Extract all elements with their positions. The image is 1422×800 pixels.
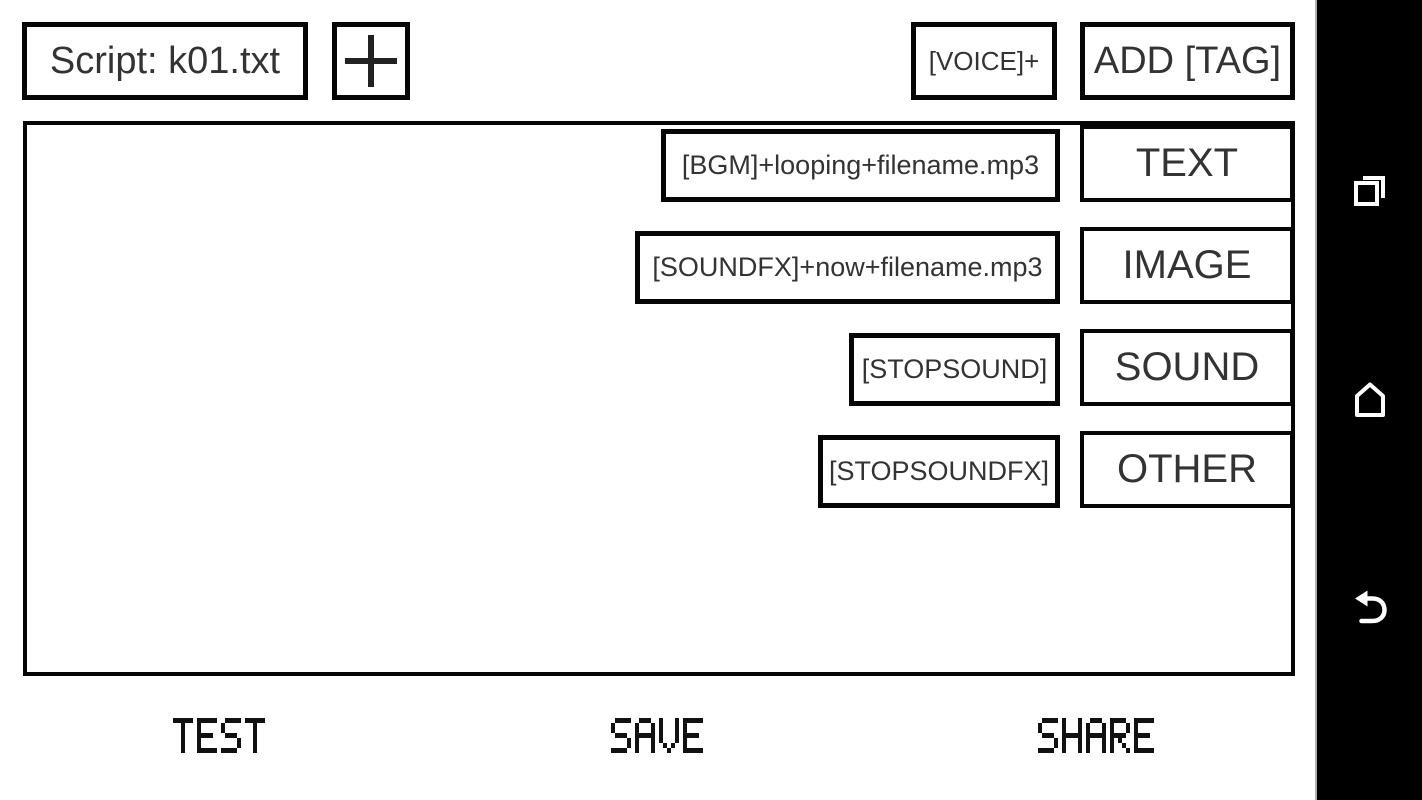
- tag-option-bgm-button[interactable]: [BGM]+looping+filename.mp3: [661, 129, 1060, 202]
- recents-icon: [1353, 176, 1385, 206]
- category-text-button[interactable]: TEXT: [1080, 125, 1294, 202]
- tag-option-stopsoundfx-button[interactable]: [STOPSOUNDFX]: [818, 435, 1060, 508]
- test-button[interactable]: [0, 676, 438, 800]
- back-icon: [1354, 590, 1387, 624]
- tag-option-stopsound-label: [STOPSOUND]: [861, 354, 1048, 384]
- add-tag-button[interactable]: ADD [TAG]: [1080, 22, 1295, 100]
- category-sound-button[interactable]: SOUND: [1080, 329, 1294, 406]
- home-icon: [1354, 382, 1385, 417]
- share-label: [1037, 718, 1154, 758]
- tag-option-soundfx-button[interactable]: [SOUNDFX]+now+filename.mp3: [635, 231, 1060, 304]
- tag-option-stopsoundfx-label: [STOPSOUNDFX]: [828, 456, 1050, 486]
- script-name-label: Script: k01.txt: [49, 39, 281, 82]
- save-button[interactable]: [438, 676, 876, 800]
- tag-option-bgm-label: [BGM]+looping+filename.mp3: [681, 150, 1040, 180]
- category-text-label: TEXT: [1135, 141, 1239, 185]
- voice-tag-button[interactable]: [VOICE]+: [911, 22, 1057, 100]
- category-image-button[interactable]: IMAGE: [1080, 227, 1294, 304]
- script-name-button[interactable]: Script: k01.txt: [22, 22, 308, 100]
- tag-option-soundfx-label: [SOUNDFX]+now+filename.mp3: [652, 252, 1043, 282]
- category-sound-label: SOUND: [1114, 345, 1260, 389]
- android-navbar: [1315, 0, 1422, 800]
- recents-button[interactable]: [1342, 163, 1398, 219]
- save-label: [611, 718, 704, 758]
- test-label: [173, 718, 266, 758]
- plus-icon: [345, 35, 397, 87]
- category-image-label: IMAGE: [1122, 243, 1252, 287]
- back-button[interactable]: [1342, 579, 1398, 635]
- category-other-button[interactable]: OTHER: [1080, 431, 1294, 508]
- add-tag-label: ADD [TAG]: [1093, 39, 1282, 82]
- voice-tag-label: [VOICE]+: [928, 45, 1040, 76]
- new-script-button[interactable]: [332, 22, 410, 100]
- home-button[interactable]: [1342, 371, 1398, 427]
- share-button[interactable]: [877, 676, 1315, 800]
- tag-option-stopsound-button[interactable]: [STOPSOUND]: [849, 333, 1060, 406]
- bottom-action-bar: [0, 676, 1315, 800]
- category-other-label: OTHER: [1117, 447, 1257, 491]
